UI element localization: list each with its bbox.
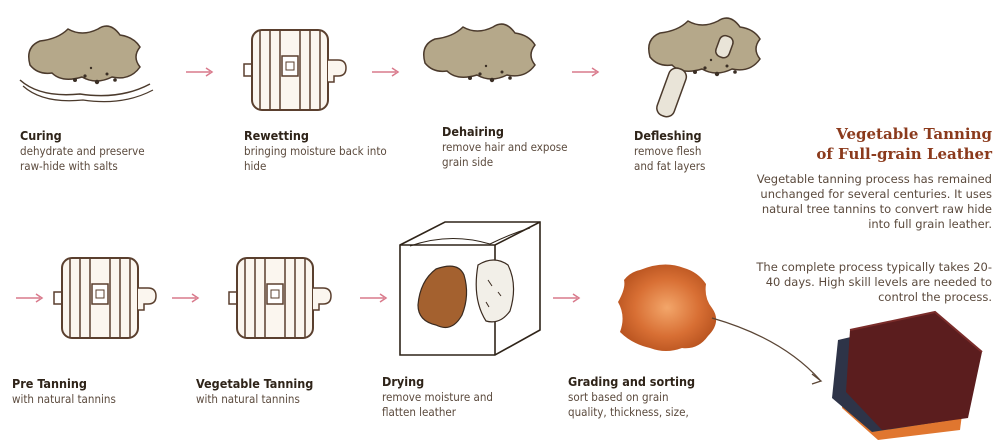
page-title: Vegetable Tanning of Full-grain Leather	[816, 125, 992, 163]
step-pre-tanning: Pre Tanning with natural tannins	[12, 376, 116, 407]
step-description: remove moisture and flatten leather	[382, 390, 493, 419]
step-description: with natural tannins	[196, 392, 300, 406]
drum-icon	[228, 257, 332, 339]
step-dehairing: Dehairing remove hair and expose grain s…	[442, 124, 568, 170]
arrow-icon	[359, 293, 387, 303]
arrow-icon	[171, 293, 199, 303]
step-description: remove flesh and fat layers	[634, 144, 706, 173]
arrow-icon	[185, 67, 213, 77]
step-defleshing: Defleshing remove flesh and fat layers	[634, 128, 705, 174]
step-title: Grading and sorting	[568, 374, 696, 389]
connector-curve	[711, 317, 821, 381]
drum-icon	[243, 29, 347, 111]
hide-icon	[423, 23, 536, 83]
arrow-icon	[552, 293, 580, 303]
arrow-icon	[15, 293, 43, 303]
step-description: dehydrate and preserve raw-hide with sal…	[20, 144, 145, 173]
description-paragraph: The complete process typically takes 20-…	[756, 260, 992, 304]
step-curing: Curing dehydrate and preserve raw-hide w…	[20, 128, 145, 174]
step-title: Drying	[382, 374, 425, 389]
leather-swatch-icon	[832, 310, 983, 440]
step-title: Defleshing	[634, 128, 702, 143]
hide-icon	[19, 25, 154, 103]
drum-icon	[53, 257, 157, 339]
step-vegetable-tanning: Vegetable Tanning with natural tannins	[196, 376, 313, 407]
step-rewetting: Rewetting bringing moisture back into hi…	[244, 128, 387, 174]
step-title: Curing	[20, 128, 62, 143]
arrow-icon	[571, 67, 599, 77]
step-drying: Drying remove moisture and flatten leath…	[382, 374, 493, 420]
hide-icon	[648, 17, 761, 118]
step-title: Rewetting	[244, 128, 309, 143]
leather-piece-icon	[618, 264, 717, 351]
step-description: sort based on grain quality, thickness, …	[568, 390, 689, 419]
step-title: Dehairing	[442, 124, 504, 139]
step-grading: Grading and sorting sort based on grain …	[568, 374, 695, 420]
step-description: with natural tannins	[12, 392, 116, 406]
arrow-icon	[371, 67, 399, 77]
step-title: Vegetable Tanning	[196, 376, 314, 391]
step-description: bringing moisture back into hide	[244, 144, 387, 173]
drying-frame-icon	[399, 221, 541, 356]
description-paragraph: Vegetable tanning process has remained u…	[756, 172, 992, 231]
step-description: remove hair and expose grain side	[442, 140, 568, 169]
step-title: Pre Tanning	[12, 376, 87, 391]
